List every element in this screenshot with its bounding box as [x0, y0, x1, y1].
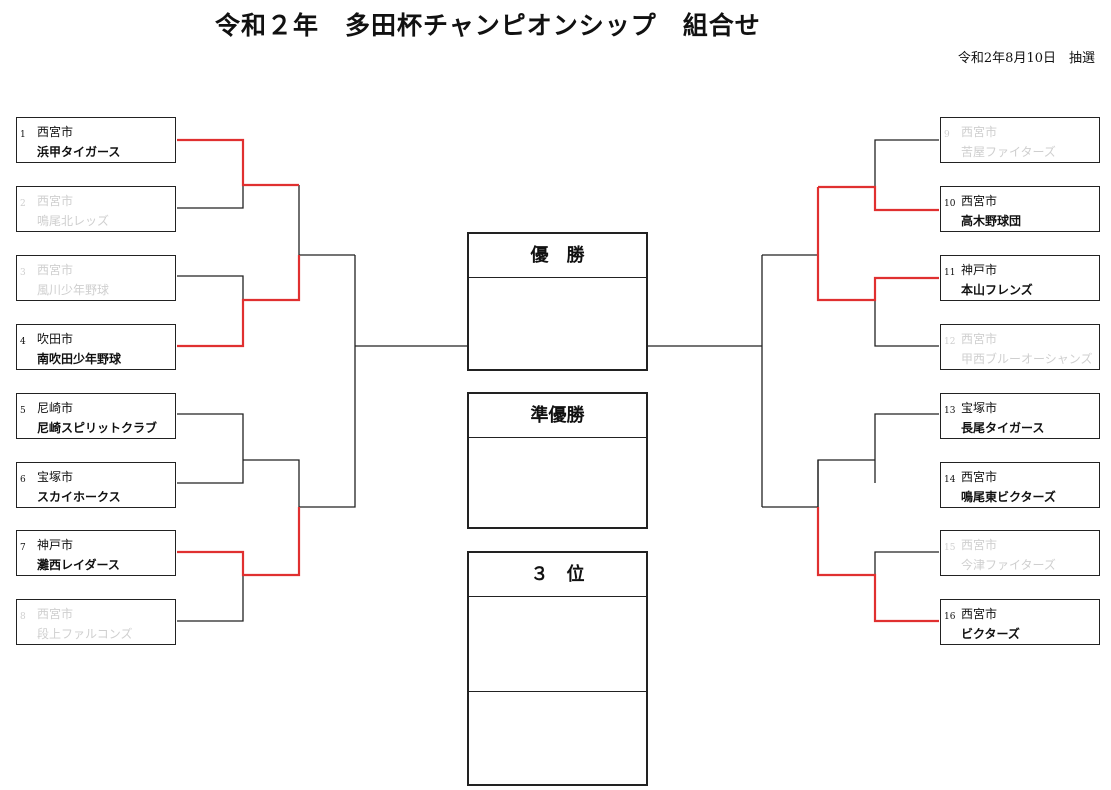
team-city: 尼崎市	[37, 401, 74, 415]
team-name: 鳴尾東ビクターズ	[961, 490, 1056, 504]
team-number: 14	[944, 475, 956, 485]
team-box-10: 10 西宮市高木野球団	[940, 186, 1100, 232]
team-box-9: 9 西宮市苦屋ファイターズ	[940, 117, 1100, 163]
bracket-line-l-r1-b	[177, 275, 244, 346]
team-number: 6	[20, 475, 26, 485]
team-city: 西宮市	[37, 194, 74, 208]
team-number: 12	[944, 337, 956, 347]
winner-line-team-4	[177, 255, 301, 348]
third-place-label: ３ 位	[469, 553, 646, 597]
draw-date: 令和2年8月10日 抽選	[957, 51, 1095, 66]
bracket-line-l-r1-a	[177, 140, 244, 209]
team-city: 神戸市	[37, 538, 74, 552]
team-box-13: 13 宝塚市長尾タイガース	[940, 393, 1100, 439]
team-name: 高木野球団	[961, 214, 1022, 228]
team-number: 1	[20, 130, 26, 140]
bracket-line-l-r1-e	[177, 460, 244, 484]
page-title: 令和２年 多田杯チャンピオンシップ 組合せ	[215, 11, 761, 40]
team-box-16: 16 西宮市ビクターズ	[940, 599, 1100, 645]
bracket-line-r-r1-a	[874, 139, 939, 210]
team-number: 10	[944, 199, 956, 209]
team-city: 西宮市	[37, 607, 74, 621]
team-box-4: 4 吹田市南吹田少年野球	[16, 324, 176, 370]
team-number: 8	[20, 612, 26, 622]
team-name: 本山フレンズ	[961, 283, 1033, 297]
team-box-8: 8 西宮市段上ファルコンズ	[16, 599, 176, 645]
team-box-7: 7 神戸市灘西レイダース	[16, 530, 176, 576]
team-city: 西宮市	[37, 125, 74, 139]
team-name: 今津ファイターズ	[961, 558, 1056, 572]
team-city: 西宮市	[961, 125, 998, 139]
team-box-2: 2 西宮市鳴尾北レッズ	[16, 186, 176, 232]
team-number: 13	[944, 406, 956, 416]
team-name: 南吹田少年野球	[37, 352, 122, 366]
team-box-14: 14 西宮市鳴尾東ビクターズ	[940, 462, 1100, 508]
winner-line-team-7	[177, 507, 301, 577]
team-number: 3	[20, 268, 26, 278]
bracket-line-r-r1-c	[874, 413, 939, 483]
team-number: 7	[20, 543, 26, 553]
bracket-line-l-r2-c	[299, 255, 356, 508]
team-name: 浜甲タイガース	[37, 145, 121, 159]
team-box-15: 15 西宮市今津ファイターズ	[940, 530, 1100, 576]
bracket-line-r-r2-a	[762, 187, 819, 256]
bracket-line-l-r1-c	[177, 413, 244, 460]
team-name: 甲西ブルーオーシャンズ	[961, 352, 1093, 366]
winner-line-team-10	[818, 185, 939, 212]
team-box-5: 5 尼崎市尼崎スピリットクラブ	[16, 393, 176, 439]
champion-slot	[469, 278, 646, 369]
team-box-12: 12 西宮市甲西ブルーオーシャンズ	[940, 324, 1100, 370]
bracket-line-l-r1-d	[177, 575, 244, 622]
bracket-line-l-r2-a	[243, 459, 300, 507]
team-number: 15	[944, 543, 956, 553]
champion-box: 優 勝	[467, 232, 648, 371]
runner-up-box: 準優勝	[467, 392, 648, 529]
team-city: 神戸市	[961, 263, 998, 277]
team-name: ビクターズ	[961, 627, 1020, 641]
winner-line-team-11	[816, 187, 939, 302]
team-city: 宝塚市	[37, 470, 74, 484]
team-city: 宝塚市	[961, 401, 998, 415]
team-city: 西宮市	[37, 263, 74, 277]
team-city: 西宮市	[961, 538, 998, 552]
team-box-3: 3 西宮市風川少年野球	[16, 255, 176, 301]
bracket-line-r-r1-b	[874, 278, 939, 347]
champion-label: 優 勝	[469, 234, 646, 278]
team-number: 4	[20, 337, 26, 347]
team-number: 11	[944, 268, 956, 278]
third-place-slot-1	[469, 597, 646, 692]
winner-line-team-1	[177, 138, 299, 187]
team-name: 灘西レイダース	[37, 558, 120, 572]
team-city: 西宮市	[961, 332, 998, 346]
team-number: 16	[944, 612, 956, 622]
team-box-11: 11 神戸市本山フレンズ	[940, 255, 1100, 301]
team-city: 西宮市	[961, 470, 998, 484]
bracket-line-r-r1-d	[874, 551, 939, 575]
team-box-6: 6 宝塚市スカイホークス	[16, 462, 176, 508]
third-place-box: ３ 位	[467, 551, 648, 786]
bracket-line-l-r2-b	[298, 185, 355, 256]
team-name: 段上ファルコンズ	[37, 627, 133, 641]
third-place-slot-2	[469, 692, 646, 784]
team-name: 鳴尾北レッズ	[37, 214, 110, 228]
team-number: 5	[20, 406, 26, 416]
team-number: 2	[20, 199, 26, 209]
team-number: 9	[944, 130, 950, 140]
team-name: 苦屋ファイターズ	[961, 145, 1056, 159]
team-name: 尼崎スピリットクラブ	[37, 421, 158, 435]
team-name: 長尾タイガース	[961, 421, 1045, 435]
runner-up-slot	[469, 438, 646, 527]
team-box-1: 1 西宮市浜甲タイガース	[16, 117, 176, 163]
runner-up-label: 準優勝	[469, 394, 646, 438]
team-city: 西宮市	[961, 607, 998, 621]
team-city: 西宮市	[961, 194, 998, 208]
team-city: 吹田市	[37, 332, 74, 346]
team-name: スカイホークス	[37, 490, 121, 504]
winner-line-team-16	[816, 507, 939, 623]
team-name: 風川少年野球	[37, 283, 110, 297]
